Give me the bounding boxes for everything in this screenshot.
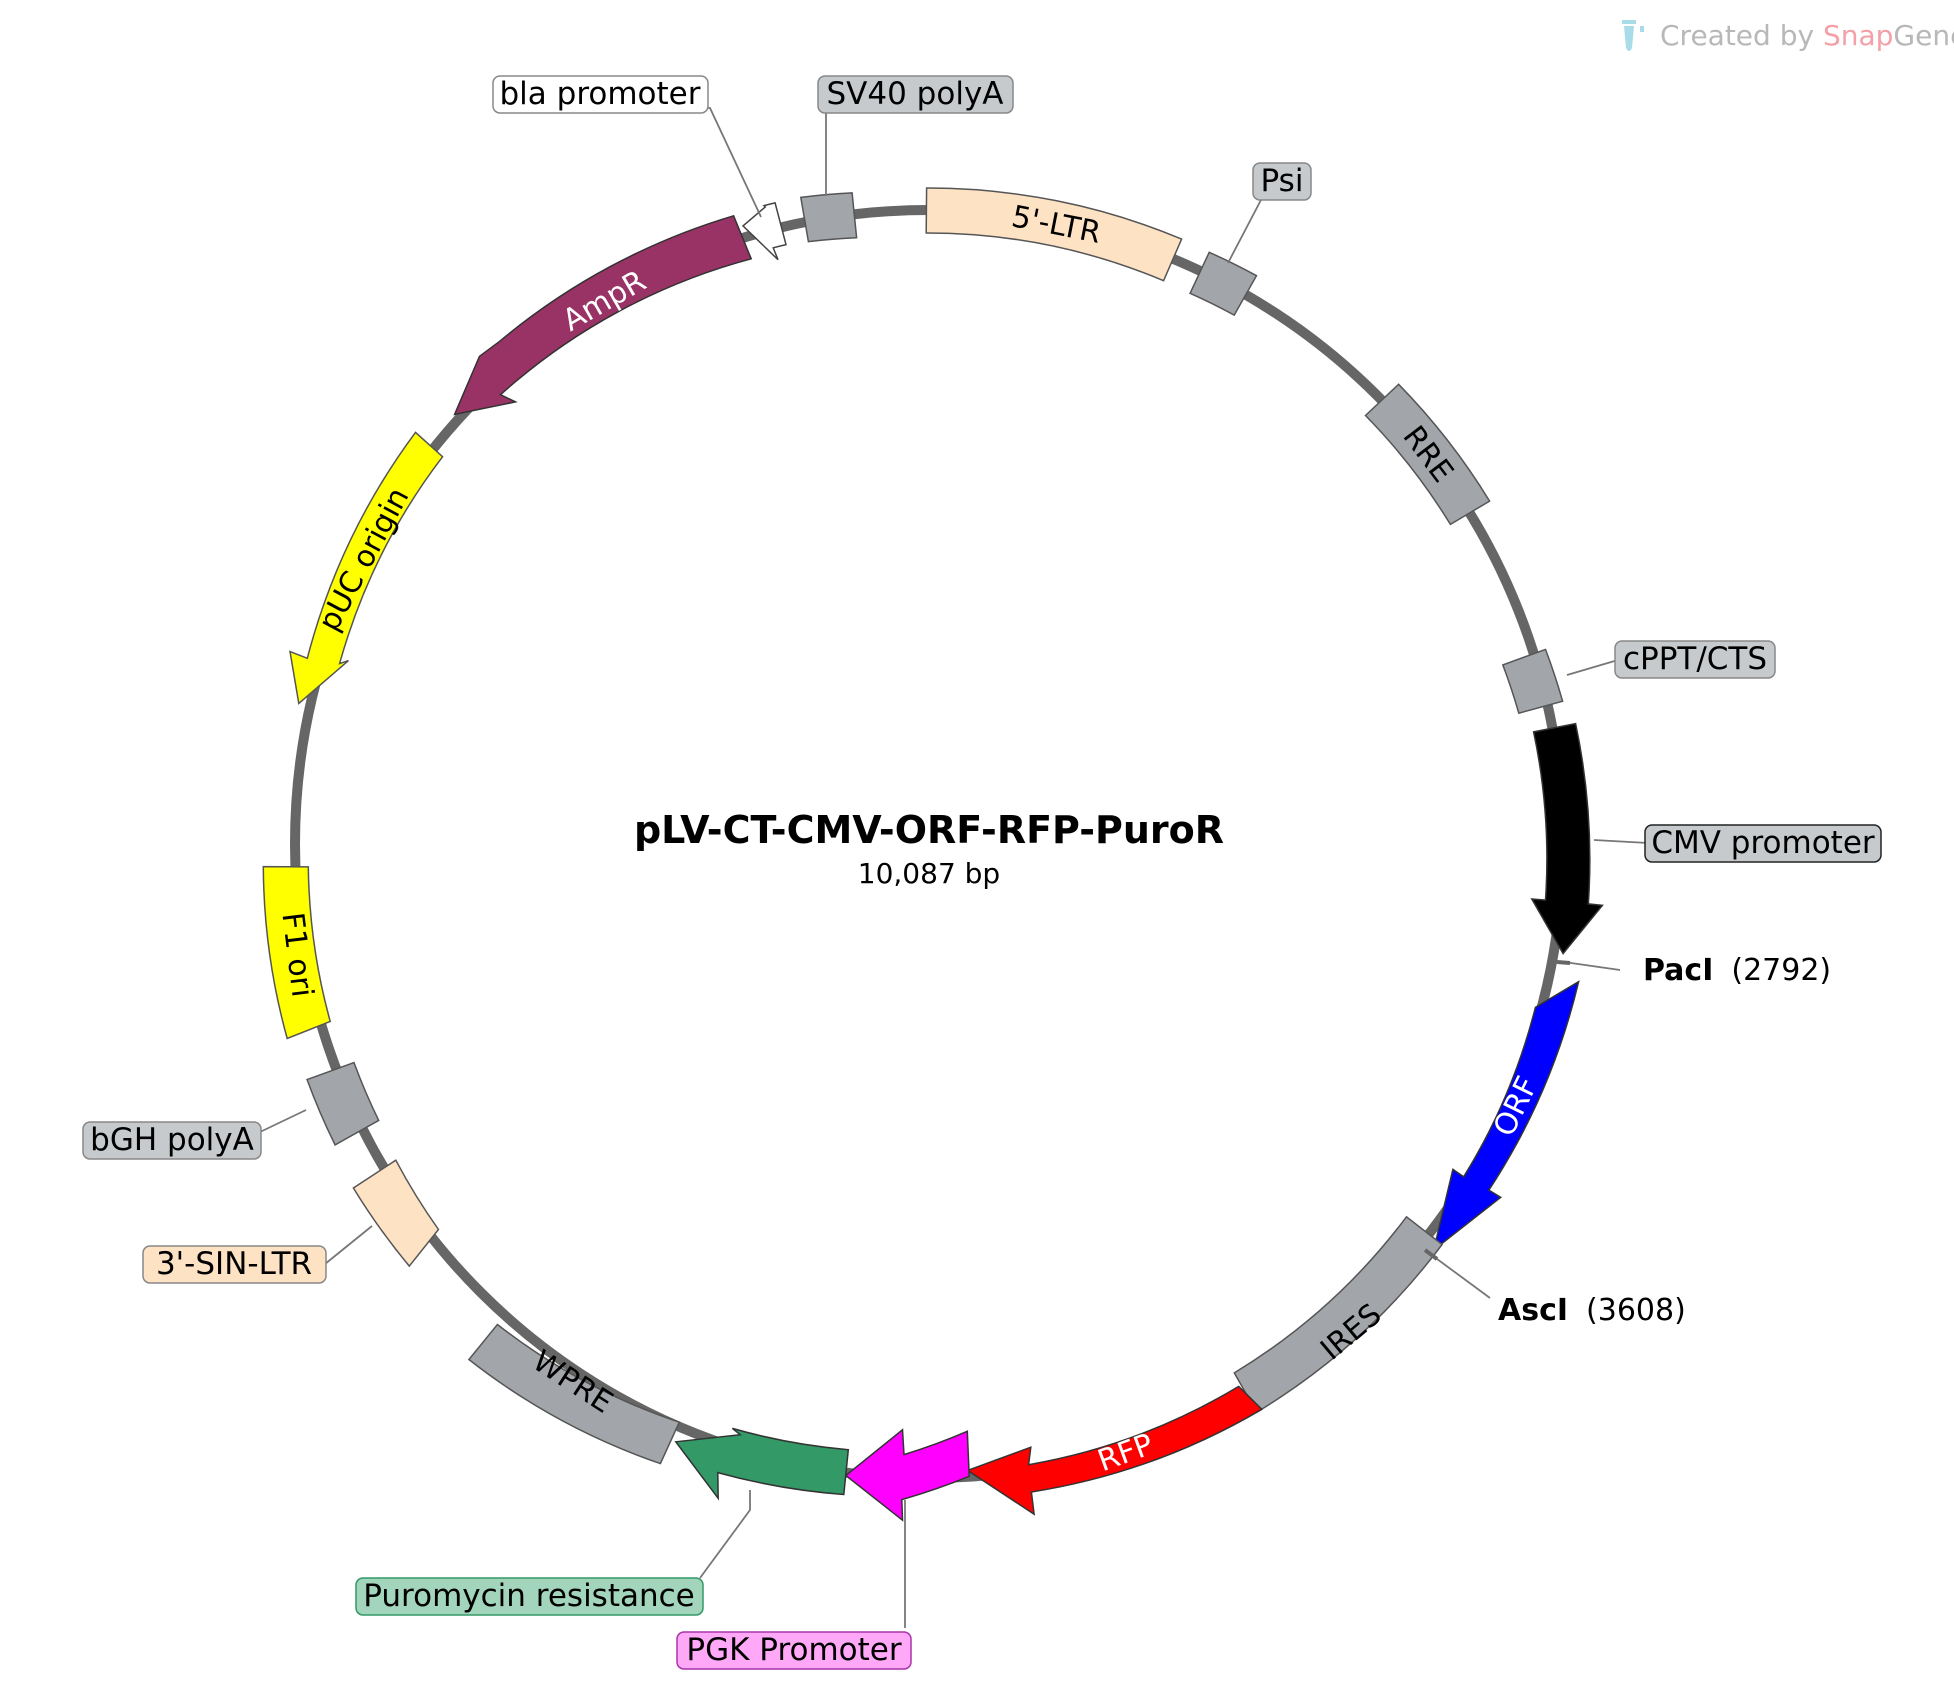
- feature-ampr[interactable]: [453, 214, 753, 416]
- site-position-paci: (2792): [1731, 953, 1831, 988]
- leader-cppt: [1566, 659, 1619, 676]
- feature-shape-psi[interactable]: [1189, 251, 1258, 317]
- feature-shape-cmv[interactable]: [1530, 722, 1604, 955]
- callout-label-bgh: bGH polyA: [90, 1122, 254, 1158]
- feature-ires[interactable]: [1233, 1215, 1444, 1414]
- feature-shape-ltr3[interactable]: [352, 1159, 440, 1268]
- feature-pgk[interactable]: [844, 1428, 970, 1522]
- callout-label-sv40: SV40 polyA: [827, 76, 1004, 112]
- callout-box-puro[interactable]: [355, 1577, 704, 1616]
- site-tick-paci: [1556, 960, 1571, 965]
- callout-box-sv40[interactable]: [817, 75, 1014, 114]
- feature-puc[interactable]: [289, 431, 444, 705]
- feature-shape-bla[interactable]: [741, 202, 787, 261]
- callout-label-cmv: CMV promoter: [1651, 825, 1875, 861]
- feature-orf[interactable]: [1432, 980, 1580, 1252]
- callout-ltr3[interactable]: 3'-SIN-LTR: [142, 1245, 327, 1284]
- feature-shape-puc[interactable]: [289, 431, 444, 705]
- callout-box-cppt[interactable]: [1614, 640, 1776, 679]
- leader-puro: [699, 1490, 751, 1579]
- feature-wpre[interactable]: [467, 1323, 681, 1465]
- callout-puro[interactable]: Puromycin resistance: [355, 1577, 704, 1616]
- site-label-asci[interactable]: AscI (3608): [1498, 1293, 1686, 1328]
- feature-sv40[interactable]: [799, 192, 858, 243]
- feature-shape-f1[interactable]: [262, 865, 332, 1040]
- callout-box-pgk[interactable]: [676, 1631, 912, 1670]
- feature-cppt[interactable]: [1501, 648, 1564, 715]
- feature-shape-pgk[interactable]: [844, 1428, 970, 1522]
- callout-pgk[interactable]: PGK Promoter: [676, 1631, 912, 1670]
- leader-asci: [1432, 1255, 1491, 1299]
- feature-f1[interactable]: [262, 865, 332, 1040]
- feature-shape-puro[interactable]: [674, 1427, 850, 1501]
- callout-label-ltr3: 3'-SIN-LTR: [156, 1246, 312, 1282]
- site-label-paci[interactable]: PacI (2792): [1643, 953, 1831, 988]
- watermark-prefix: Created by: [1660, 19, 1823, 52]
- callout-label-psi: Psi: [1261, 163, 1304, 199]
- plasmid-name: pLV-CT-CMV-ORF-RFP-PuroR: [634, 808, 1224, 852]
- site-ticks: [1423, 960, 1571, 1261]
- callout-cppt[interactable]: cPPT/CTS: [1614, 640, 1776, 679]
- feature-label-puc: pUC origin: [312, 482, 417, 637]
- feature-ltr5[interactable]: [925, 187, 1183, 282]
- leader-psi: [1227, 197, 1263, 264]
- site-tick-asci: [1423, 1248, 1439, 1261]
- snapgene-watermark: Created by SnapGene: [1622, 19, 1954, 52]
- site-name-asci: AscI: [1498, 1293, 1568, 1328]
- watermark-brand-snap: Snap: [1823, 19, 1893, 52]
- snapgene-logo-icon: [1622, 20, 1644, 51]
- callout-bla[interactable]: bla promoter: [492, 75, 709, 114]
- site-name-paci: PacI: [1643, 953, 1713, 988]
- feature-label-rfp: RFP: [1093, 1427, 1158, 1479]
- callout-box-psi[interactable]: [1252, 162, 1312, 201]
- feature-rre[interactable]: [1364, 383, 1491, 526]
- site-position-asci: (3608): [1586, 1293, 1686, 1328]
- watermark-brand-gene: Gene: [1893, 19, 1954, 52]
- callout-label-pgk: PGK Promoter: [686, 1632, 901, 1668]
- callout-box-ltr3[interactable]: [142, 1245, 327, 1284]
- feature-shape-orf[interactable]: [1432, 980, 1580, 1252]
- callout-sv40[interactable]: SV40 polyA: [817, 75, 1014, 114]
- leader-ltr3: [324, 1225, 373, 1265]
- callout-label-bla: bla promoter: [500, 76, 701, 112]
- callout-cmv[interactable]: CMV promoter: [1644, 824, 1882, 863]
- leader-paci: [1563, 961, 1621, 971]
- feature-shape-ltr5[interactable]: [925, 187, 1183, 282]
- feature-shape-sv40[interactable]: [799, 192, 858, 243]
- callout-leaders: [259, 107, 1649, 1628]
- feature-psi[interactable]: [1189, 251, 1258, 317]
- feature-shape-bgh[interactable]: [306, 1061, 380, 1146]
- callout-box-cmv[interactable]: [1644, 824, 1882, 863]
- callout-label-cppt: cPPT/CTS: [1623, 641, 1767, 677]
- leader-sv40: [825, 107, 830, 196]
- callout-psi[interactable]: Psi: [1252, 162, 1312, 201]
- watermark-text: Created by SnapGene: [1660, 19, 1954, 52]
- feature-shape-wpre[interactable]: [467, 1323, 681, 1465]
- feature-shape-rre[interactable]: [1364, 383, 1491, 526]
- feature-shape-cppt[interactable]: [1501, 648, 1564, 715]
- feature-ltr3[interactable]: [352, 1159, 440, 1268]
- callout-box-bgh[interactable]: [82, 1121, 262, 1160]
- feature-shape-ires[interactable]: [1233, 1215, 1444, 1414]
- plasmid-length: 10,087 bp: [858, 857, 1000, 890]
- callout-label-puro: Puromycin resistance: [363, 1578, 695, 1614]
- callout-box-bla[interactable]: [492, 75, 709, 114]
- leader-bla: [700, 107, 762, 218]
- feature-bgh[interactable]: [306, 1061, 380, 1146]
- callout-bgh[interactable]: bGH polyA: [82, 1121, 262, 1160]
- feature-cmv[interactable]: [1530, 722, 1604, 955]
- leader-cmv: [1593, 839, 1649, 844]
- feature-shape-ampr[interactable]: [453, 214, 753, 416]
- feature-bla[interactable]: [741, 202, 787, 261]
- feature-puro[interactable]: [674, 1427, 850, 1501]
- leader-bgh: [259, 1109, 307, 1133]
